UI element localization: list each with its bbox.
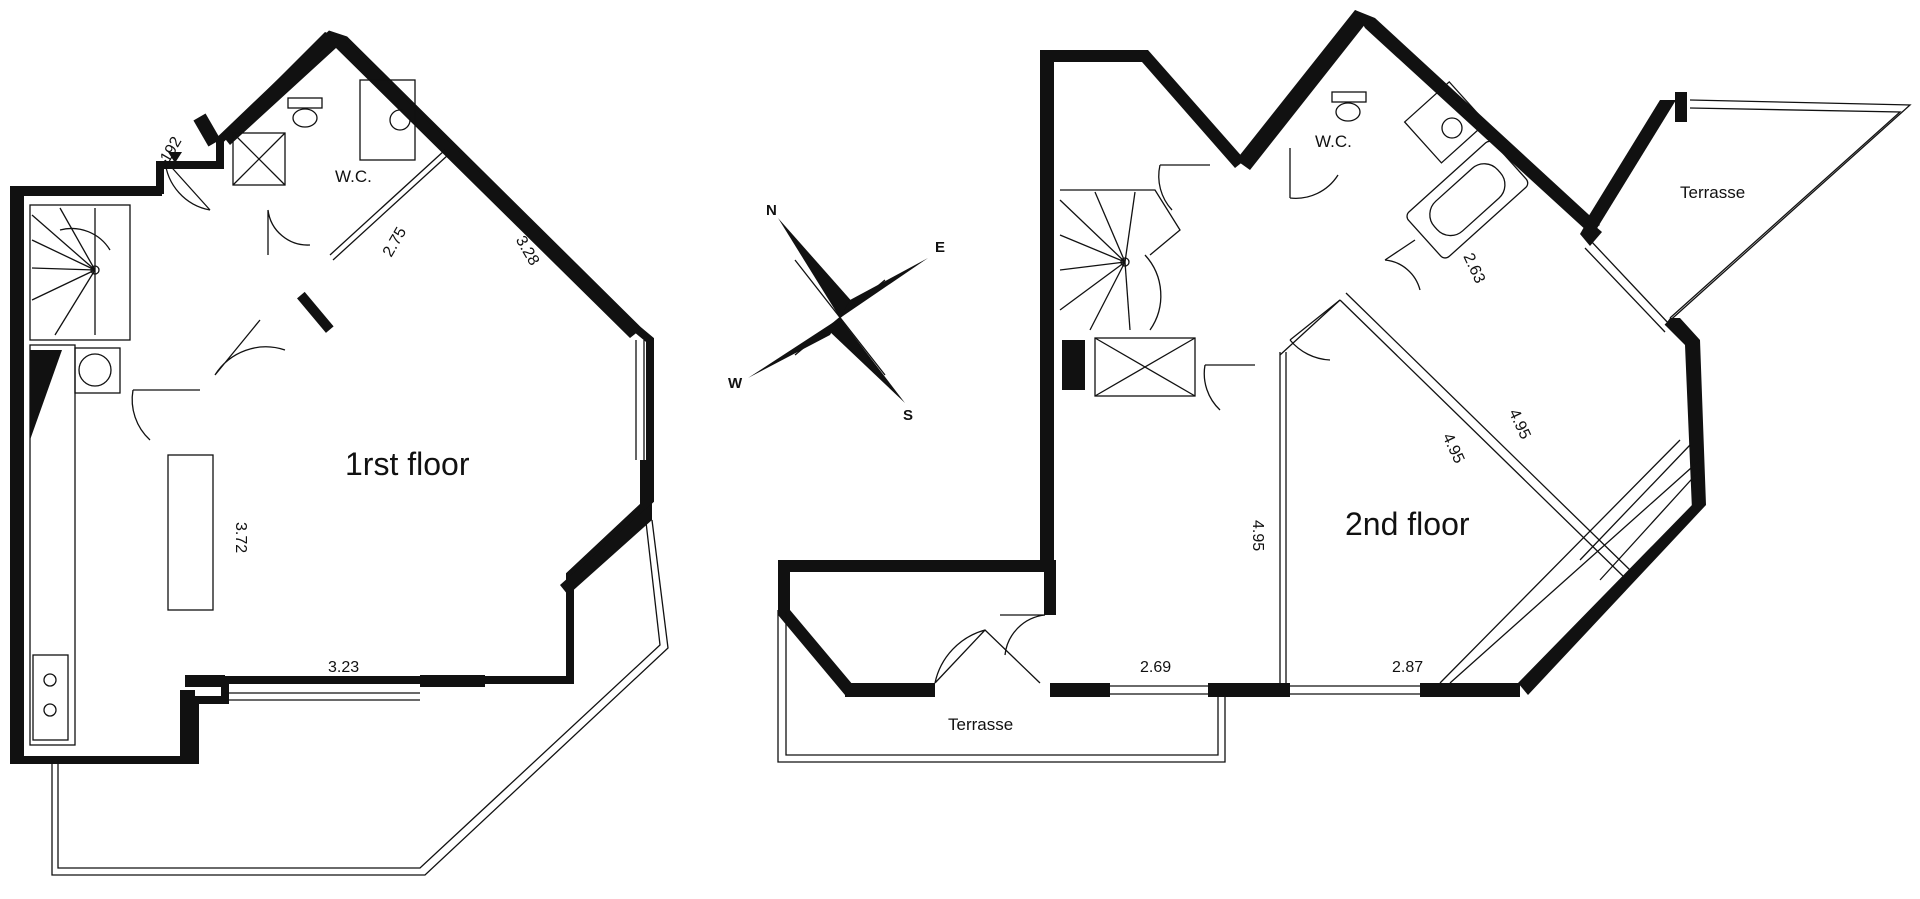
second-floor-wall-se: [1518, 505, 1706, 695]
second-floor-wc-label: W.C.: [1315, 132, 1352, 151]
second-floor-wall-north-a: [1040, 50, 1245, 168]
second-floor-wall-terrace-a: [1580, 220, 1602, 246]
first-floor-wall-top: [12, 186, 162, 196]
second-floor-wall-bottom-d: [845, 683, 935, 697]
first-floor-wall-partition: [297, 291, 334, 333]
second-floor-door-3: [1384, 239, 1421, 291]
first-floor-shower: [232, 132, 286, 186]
first-floor-plan: 1rst floor W.C. 192 2.75 3.28 3.72 3.23: [10, 30, 669, 876]
first-floor-kitchen-island: [167, 454, 214, 611]
first-floor-wall-bottom-b: [185, 675, 225, 687]
first-floor-dim-323: 3.23: [328, 659, 359, 676]
second-floor-staircase: [1059, 189, 1181, 331]
first-floor-door-2: [267, 209, 311, 255]
compass-s-label: S: [903, 407, 913, 424]
second-floor-dim-263: 2.63: [1460, 251, 1489, 286]
second-floor-wall-west-lower: [1044, 560, 1056, 615]
compass-needle-south: [828, 318, 905, 403]
second-floor-wall-bottom-c: [1050, 683, 1110, 697]
second-floor-terrace-bottom: [777, 610, 1226, 763]
second-floor-partition-diag: [1339, 299, 1626, 579]
second-floor-glazing: [1439, 439, 1701, 684]
first-floor-kitchen-counter: [29, 344, 76, 746]
first-floor-wall-east: [640, 460, 652, 520]
second-floor-washbasin-box: [1403, 80, 1487, 164]
second-floor-door-1: [1158, 164, 1210, 211]
first-floor-wc-label: W.C.: [335, 167, 372, 186]
second-floor-wall-north-b: [1236, 10, 1370, 170]
second-floor-wall-north-c: [1355, 10, 1600, 232]
second-floor-dim-287: 2.87: [1392, 659, 1423, 676]
first-floor-wc-wall: [329, 149, 446, 256]
first-floor-dim-372: 3.72: [232, 522, 249, 553]
second-floor-duct: [1062, 340, 1085, 390]
first-floor-washbasin: [389, 109, 411, 131]
second-floor-plan: 2nd floor W.C. Terrasse Terrasse 2.63 4.…: [777, 10, 1912, 763]
compass-needle-east: [840, 258, 928, 318]
second-floor-terrace-right: [1664, 99, 1912, 326]
second-floor-door-6: [1000, 614, 1046, 656]
first-floor-dim-192: 192: [157, 134, 185, 166]
second-floor-storage: [1094, 337, 1196, 397]
first-floor-washbasin-box: [359, 79, 416, 161]
first-floor-door-3: [214, 319, 286, 376]
compass-needle-north: [778, 218, 855, 318]
second-floor-toilet: [1335, 102, 1361, 122]
second-floor-dim-269: 2.69: [1140, 659, 1171, 676]
first-floor-wall-bottom-a: [420, 675, 485, 687]
second-floor-door-2: [1289, 148, 1339, 199]
first-floor-outer-wall: [10, 30, 654, 764]
first-floor-door-4: [131, 389, 200, 441]
second-floor-door-5: [1203, 364, 1255, 411]
second-floor-bathtub: [1406, 140, 1529, 259]
second-floor-dim-495a: 4.95: [1505, 407, 1534, 442]
first-floor-toilet: [292, 108, 318, 128]
second-floor-label: 2nd floor: [1345, 506, 1470, 542]
second-floor-terrace-bottom-label: Terrasse: [948, 715, 1013, 734]
first-floor-label: 1rst floor: [345, 446, 470, 482]
second-floor-wall-bottom-a: [1420, 683, 1520, 697]
second-floor-partition-2: [1279, 299, 1341, 356]
second-floor-wall-east: [1665, 318, 1706, 510]
compass-n-label: N: [766, 202, 777, 219]
compass-needle-west: [748, 318, 840, 378]
second-floor-wall-bottom-b: [1208, 683, 1290, 697]
compass-e-label: E: [935, 239, 945, 256]
second-floor-dim-495b: 4.95: [1439, 431, 1468, 466]
second-floor-wall-terrace-post: [1675, 92, 1687, 122]
first-floor-wall-stub: [193, 113, 221, 147]
second-floor-wall-terrace-b: [1585, 100, 1676, 230]
first-floor-wall-bottom-c: [180, 690, 195, 760]
second-floor-wall-balcony-top: [778, 560, 1054, 572]
second-floor-wall-west-upper: [1040, 52, 1054, 572]
second-floor-wall-balcony: [778, 560, 853, 695]
first-floor-wall-left: [12, 190, 24, 760]
second-floor-terrace-right-label: Terrasse: [1680, 183, 1745, 202]
second-floor-door-4: [1289, 299, 1341, 361]
first-floor-dim-275: 2.75: [380, 224, 410, 260]
first-floor-door-1: [164, 159, 211, 211]
compass-w-label: W: [728, 375, 743, 392]
first-floor-wall-se: [560, 505, 652, 595]
first-floor-duct: [30, 350, 62, 440]
first-floor-terrace-inner: [57, 521, 661, 869]
compass-rose: N E S W: [728, 202, 945, 424]
first-floor-entrance-arrow: [168, 152, 182, 163]
first-floor-sink: [32, 654, 69, 741]
first-floor-staircase: [29, 204, 131, 341]
second-floor-washbasin: [1441, 117, 1463, 139]
first-floor-terrace: [51, 519, 669, 876]
second-floor-dim-495c: 4.95: [1249, 520, 1266, 551]
first-floor-appliance: [78, 353, 112, 387]
second-floor-door-7: [934, 629, 1041, 684]
